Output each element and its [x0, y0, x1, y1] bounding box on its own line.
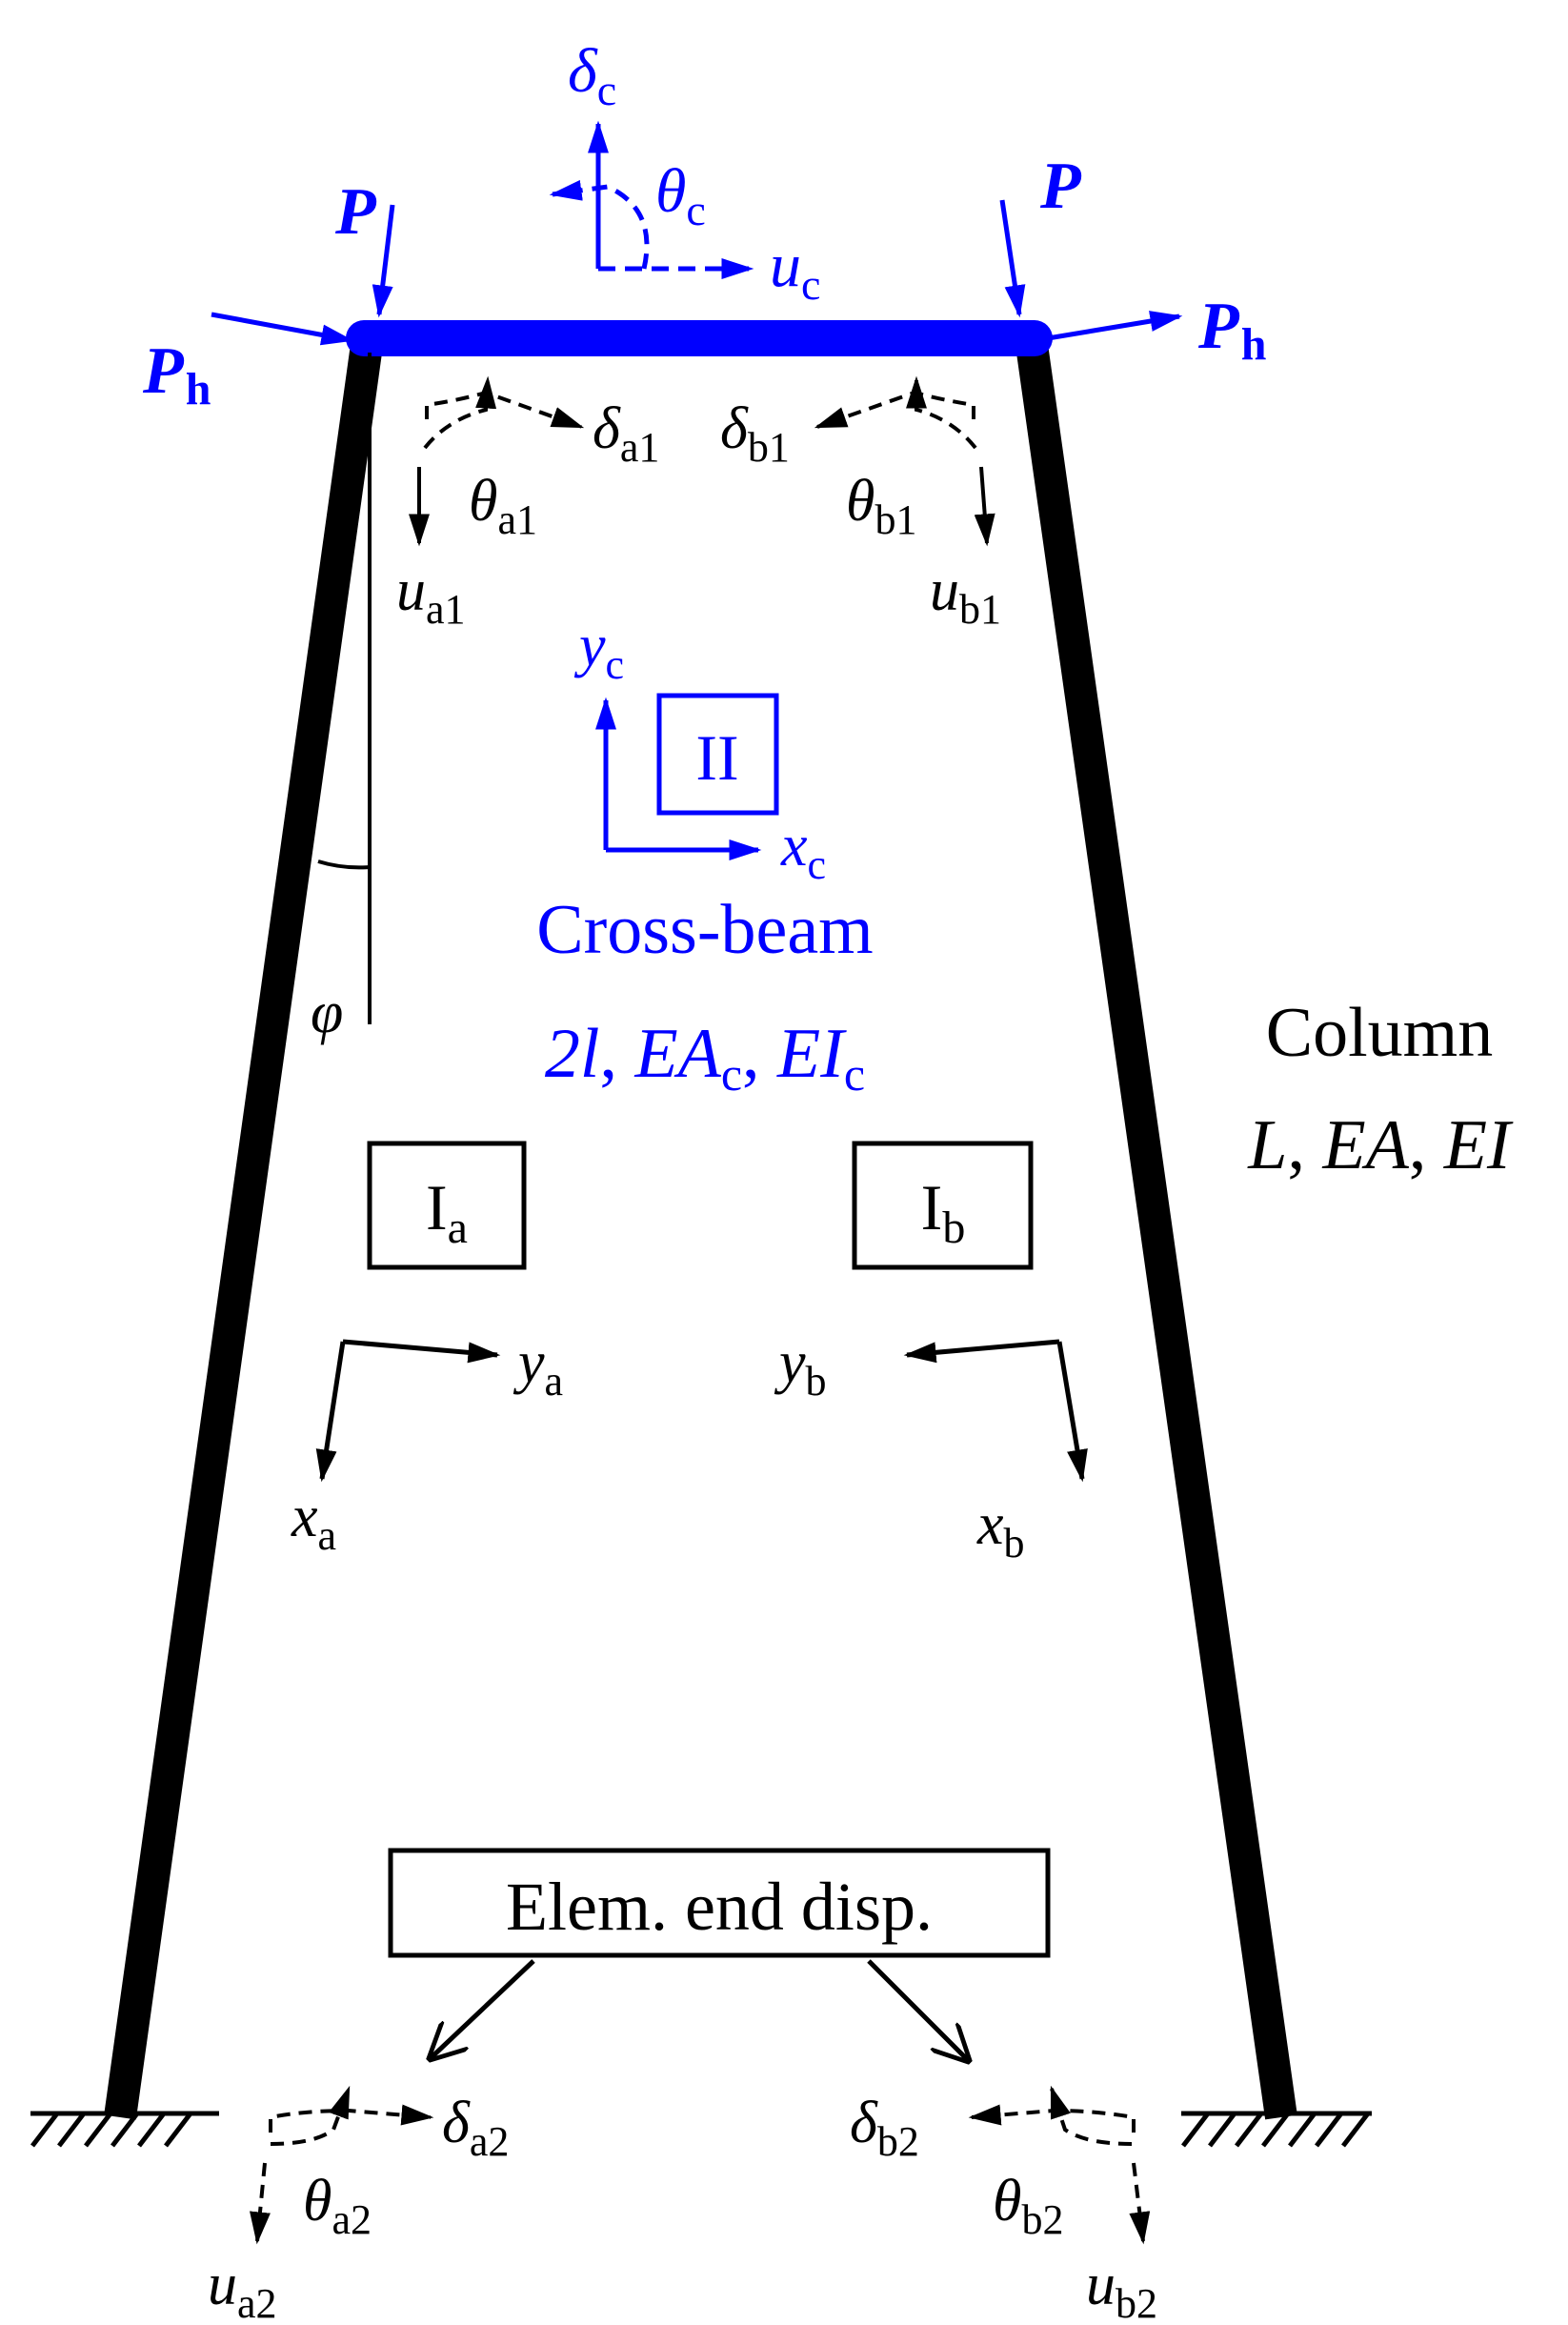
beam-center-disp-symbol	[549, 120, 754, 279]
load-p-left-arrow	[372, 204, 395, 318]
column-a-local-axes	[315, 1339, 501, 1483]
theta-b1-label: θb1	[846, 469, 916, 543]
x-b-label: xb	[976, 1492, 1025, 1567]
u-a1-label: ua1	[396, 558, 466, 633]
delta-c-label: δc	[568, 36, 616, 114]
delta-a1-label: δa1	[593, 396, 659, 471]
u-c-label: uc	[770, 231, 820, 309]
crossbeam-element-label: II	[695, 721, 738, 794]
right-column	[1015, 335, 1297, 2120]
crossbeam-title: Cross-beam	[536, 891, 874, 969]
delta-b1-label: δb1	[720, 396, 790, 471]
y-c-label: yc	[573, 614, 624, 688]
column-properties: L, EA, EI	[1247, 1106, 1514, 1184]
load-p-left-label: P	[334, 175, 377, 249]
load-ph-left-label: Ph	[142, 334, 211, 414]
left-fixed-support	[30, 2111, 219, 2148]
column-a-element-label: Ia	[426, 1171, 468, 1253]
crossbeam-properties: 2l, EAc, EIc	[545, 1015, 865, 1101]
left-column	[104, 335, 384, 2120]
right-fixed-support	[1181, 2111, 1372, 2148]
x-a-label: xa	[291, 1485, 336, 1559]
load-p-right-arrow	[999, 199, 1026, 318]
callout-arrow-right	[867, 1959, 968, 2060]
load-ph-left-arrow	[211, 312, 354, 346]
u-a2-label: ua2	[208, 2253, 277, 2325]
elem-end-disp-callout-box	[388, 1848, 1051, 1958]
theta-b2-label: θb2	[993, 2169, 1063, 2243]
phi-angle-marker	[317, 353, 372, 1024]
elem-end-disp-callout-label: Elem. end disp.	[506, 1869, 933, 1945]
callout-arrow-left	[431, 1959, 535, 2058]
theta-a2-label: θa2	[303, 2169, 372, 2243]
column-b-local-axes	[903, 1339, 1088, 1483]
end-b1-disp-symbol	[814, 375, 995, 547]
column-b-element-label: Ib	[921, 1171, 966, 1253]
crossbeam-element-box	[656, 693, 779, 816]
y-a-label: ya	[513, 1330, 563, 1405]
end-a2-disp-symbol	[250, 2085, 434, 2245]
theta-c-label: θc	[655, 156, 706, 234]
load-ph-right-label: Ph	[1197, 290, 1266, 370]
end-a1-disp-symbol	[409, 375, 585, 547]
u-b1-label: ub1	[930, 558, 1001, 633]
end-b2-disp-symbol	[968, 2085, 1151, 2245]
y-b-label: yb	[774, 1330, 827, 1405]
load-p-right-label: P	[1039, 150, 1082, 223]
column-title: Column	[1266, 994, 1493, 1072]
delta-b2-label: δb2	[850, 2091, 919, 2165]
theta-a1-label: θa1	[469, 469, 537, 543]
column-a-element-box	[367, 1141, 527, 1270]
delta-a2-label: δa2	[442, 2091, 509, 2165]
load-ph-right-arrow	[1047, 311, 1183, 341]
column-b-element-box	[852, 1141, 1034, 1270]
u-b2-label: ub2	[1086, 2253, 1157, 2325]
phi-label: φ	[311, 981, 343, 1045]
crossbeam-local-axes	[595, 697, 762, 860]
x-c-label: xc	[780, 814, 826, 888]
